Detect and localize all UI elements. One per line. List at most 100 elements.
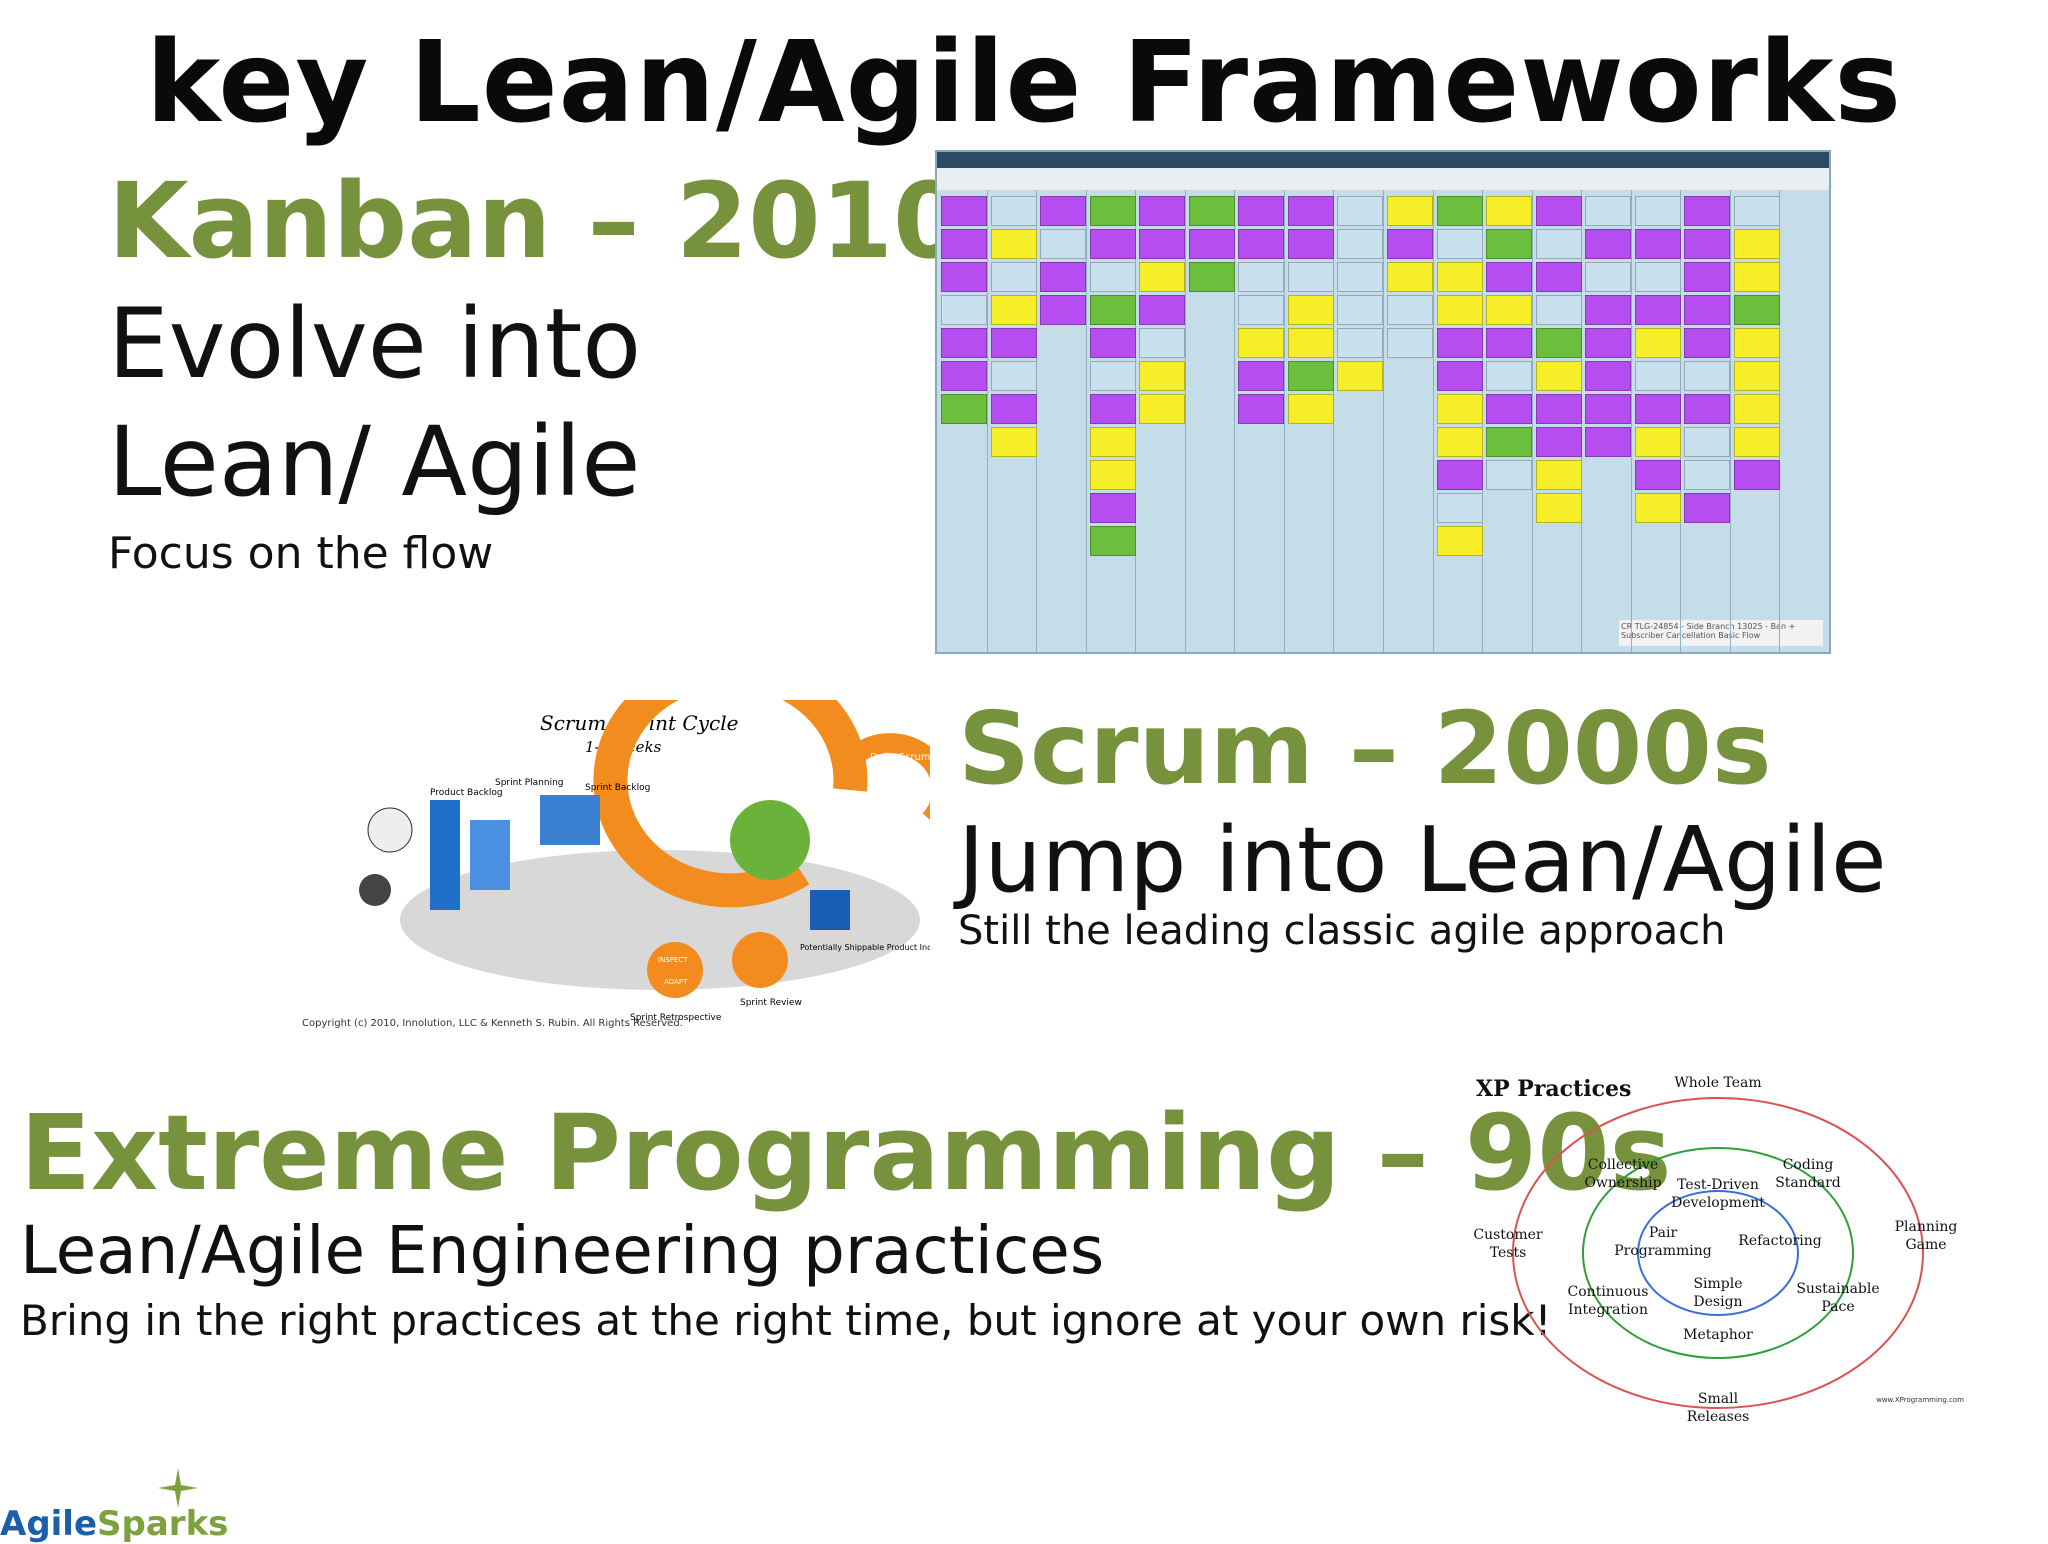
kanban-card: [1238, 295, 1284, 325]
kanban-card: [1635, 460, 1681, 490]
kanban-card: [1486, 328, 1532, 358]
kanban-card: [1090, 394, 1136, 424]
kanban-card: [1536, 196, 1582, 226]
xp-heading: Extreme Programming – 90s: [20, 1092, 1672, 1214]
kanban-card: [1635, 493, 1681, 523]
kanban-card: [1090, 196, 1136, 226]
product-backlog-icon: [430, 800, 460, 910]
label-sprint-retrospective: Sprint Retrospective: [630, 1013, 722, 1023]
kanban-card: [1090, 295, 1136, 325]
xp-url: www.XProgramming.com: [1876, 1396, 1964, 1404]
kanban-card: [1536, 361, 1582, 391]
kanban-card: [1486, 460, 1532, 490]
scrum-heading: Scrum – 2000s: [958, 690, 1772, 807]
xp-metaphor: Metaphor: [1683, 1327, 1753, 1343]
kanban-card: [1536, 427, 1582, 457]
kanban-card: [1585, 262, 1631, 292]
kanban-card: [1734, 361, 1780, 391]
logo-agile: Agile: [0, 1504, 98, 1544]
kanban-card: [1635, 196, 1681, 226]
scrum-note: Still the leading classic agile approach: [958, 908, 1726, 954]
kanban-card: [1288, 295, 1334, 325]
logo-wordmark: AgileSparks: [0, 1504, 228, 1544]
agilesparks-logo: AgileSparks: [0, 1468, 228, 1544]
kanban-card: [1387, 295, 1433, 325]
board-column-divider: [1383, 190, 1384, 652]
kanban-card: [1387, 196, 1433, 226]
xp-tdd: Test-Driven Development: [1671, 1177, 1765, 1211]
kanban-card: [1040, 295, 1086, 325]
spark-icon: [158, 1468, 198, 1508]
kanban-card: [1337, 262, 1383, 292]
kanban-card: [1734, 328, 1780, 358]
sprint-arrow-icon: [593, 700, 868, 908]
kanban-card: [1437, 328, 1483, 358]
kanban-card: [1139, 262, 1185, 292]
kanban-card: [941, 328, 987, 358]
xp-refactoring: Refactoring: [1738, 1233, 1822, 1249]
kanban-card: [1437, 295, 1483, 325]
kanban-card: [1684, 493, 1730, 523]
kanban-card: [1536, 328, 1582, 358]
xp-subtitle: Lean/Agile Engineering practices: [20, 1212, 1105, 1289]
kanban-card: [1734, 460, 1780, 490]
kanban-card: [941, 262, 987, 292]
kanban-board-image: CR TLG-24854 - Side Branch 13025 - Ban +…: [935, 150, 1831, 654]
xp-sustainable-pace: Sustainable Pace: [1796, 1281, 1880, 1315]
kanban-card: [1684, 229, 1730, 259]
label-sprint-planning: Sprint Planning: [495, 778, 564, 788]
kanban-card: [1635, 394, 1681, 424]
kanban-card: [1139, 361, 1185, 391]
xp-diagram-title: XP Practices: [1476, 1076, 1632, 1102]
kanban-card: [1585, 328, 1631, 358]
kanban-card: [1238, 328, 1284, 358]
scrum-subtitle: Jump into Lean/Agile: [958, 808, 1887, 913]
logo-sparks: Sparks: [97, 1504, 229, 1544]
kanban-card: [1238, 262, 1284, 292]
kanban-card: [1734, 262, 1780, 292]
review-icon: [732, 932, 788, 988]
board-caption: CR TLG-24854 - Side Branch 13025 - Ban +…: [1619, 620, 1823, 646]
xp-simple-design: Simple Design: [1693, 1276, 1743, 1310]
kanban-card: [1437, 526, 1483, 556]
kanban-card: [1486, 229, 1532, 259]
kanban-card: [1288, 196, 1334, 226]
board-column-divider: [1284, 190, 1285, 652]
kanban-card: [1139, 229, 1185, 259]
board-column-divider: [1631, 190, 1632, 652]
xp-mid-ring: [1582, 1147, 1854, 1359]
kanban-card: [1635, 361, 1681, 391]
retrospective-icon: [647, 942, 703, 998]
xp-coding-standard: Coding Standard: [1775, 1157, 1841, 1191]
kanban-card: [1734, 295, 1780, 325]
kanban-card: [1536, 460, 1582, 490]
kanban-card: [1635, 328, 1681, 358]
kanban-card: [1437, 196, 1483, 226]
kanban-card: [1684, 295, 1730, 325]
label-inspect: INSPECT: [658, 956, 688, 964]
kanban-card: [1189, 262, 1235, 292]
label-sprint-backlog: Sprint Backlog: [585, 783, 650, 793]
sprint-backlog-icon: [540, 795, 600, 845]
board-column-divider: [1234, 190, 1235, 652]
kanban-heading: Kanban – 2010s: [108, 160, 1028, 282]
kanban-card: [1536, 262, 1582, 292]
xp-practices-diagram: XP Practices Whole Team Coding Standard …: [1468, 1068, 1968, 1438]
kanban-card: [1337, 328, 1383, 358]
kanban-card: [1536, 493, 1582, 523]
kanban-card: [1536, 295, 1582, 325]
board-column-divider: [1433, 190, 1434, 652]
kanban-card: [1288, 262, 1334, 292]
board-column-divider: [1730, 190, 1731, 652]
label-daily-scrum: Daily Scrum: [870, 752, 930, 763]
kanban-card: [1288, 394, 1334, 424]
kanban-card: [1090, 262, 1136, 292]
kanban-card: [1437, 361, 1483, 391]
kanban-card: [1139, 328, 1185, 358]
kanban-card: [941, 295, 987, 325]
team-icon: [730, 800, 810, 880]
kanban-card: [1437, 229, 1483, 259]
label-adapt: ADAPT: [664, 978, 688, 986]
kanban-card: [1486, 361, 1532, 391]
xp-customer-tests: Customer Tests: [1473, 1227, 1543, 1261]
